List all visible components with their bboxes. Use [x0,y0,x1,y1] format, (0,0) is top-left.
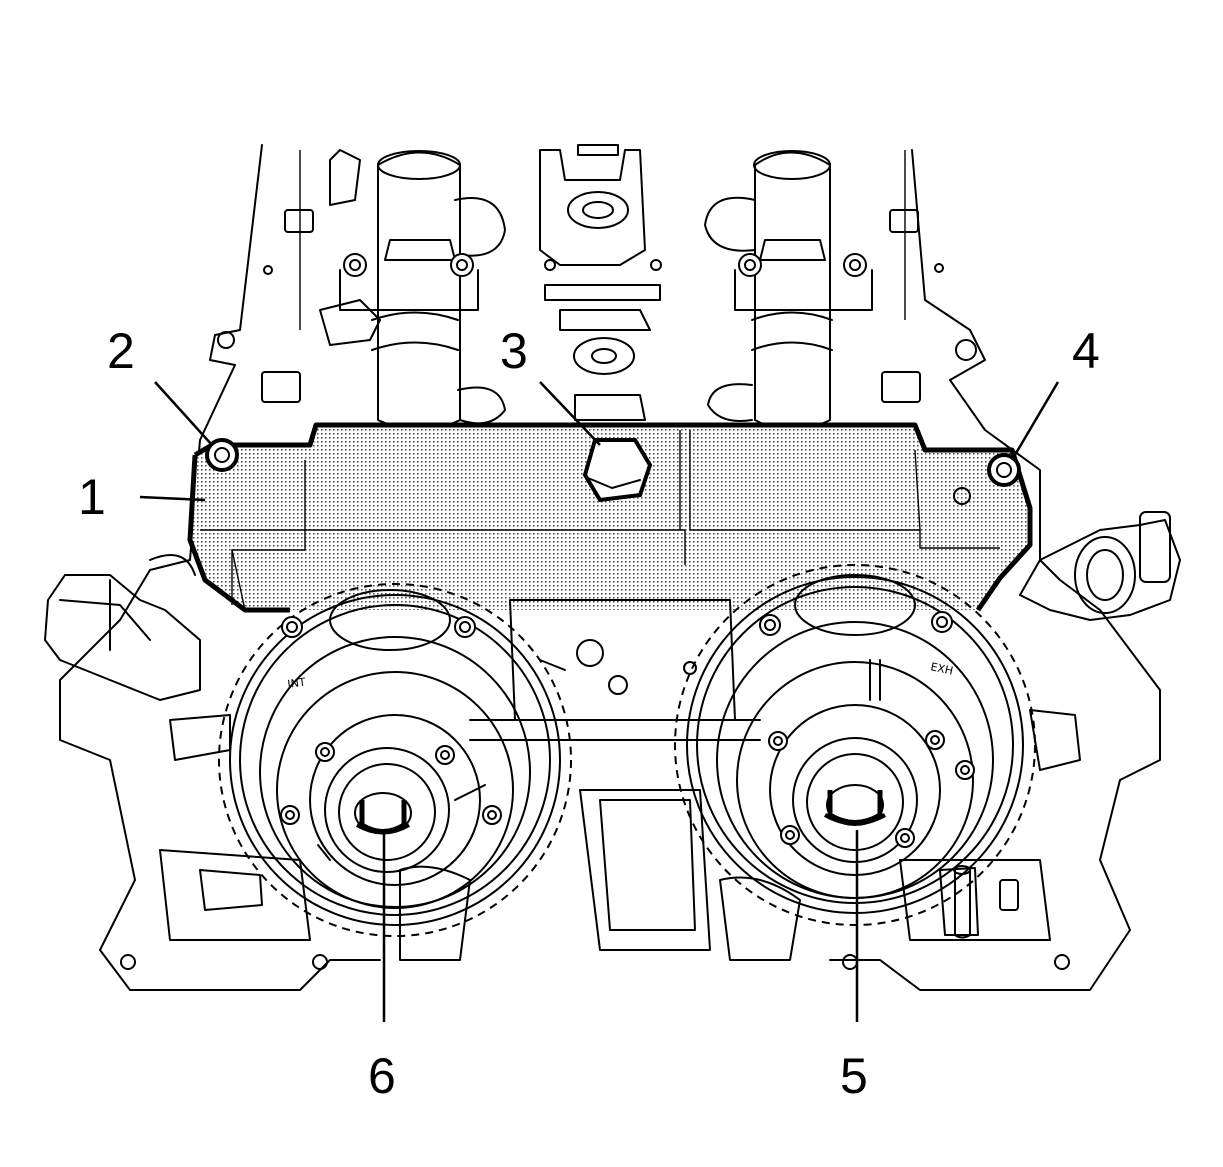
tool-bolt-left-icon [205,438,239,472]
phaser-bolt-icon [280,742,502,825]
phaser-top-bolt-icon [759,611,953,636]
callout-labels: 1 2 3 4 5 6 [78,323,1100,1104]
left-sensor [44,554,201,701]
cylinder-head [59,144,1161,991]
cam-cap-bolt-icon [343,253,474,277]
hex-bolt-icon [582,438,653,503]
leader-1 [139,495,206,502]
tool-bolt-right-icon [987,453,1021,487]
leader-3 [539,381,601,446]
callout-4: 4 [1072,323,1100,379]
phaser-top-bolt-icon [281,616,476,638]
camshaft-holding-tool [187,422,1033,613]
sprocket-mark-int: INT [287,676,307,691]
intake-camshaft-sprocket: INT [218,583,572,937]
exhaust-camshaft [704,150,873,431]
cam-cap-bolt-icon [738,253,867,277]
intake-camshaft [339,150,506,431]
leader-lines [139,381,1060,1022]
leader-2 [154,381,213,446]
leader-4 [1010,381,1060,461]
callout-5: 5 [840,1048,868,1104]
callout-6: 6 [368,1048,396,1104]
right-sensor [1019,511,1181,621]
center-block [509,599,736,721]
center-section [539,144,662,421]
sprocket-mark-exh: EXH [929,660,954,677]
phaser-bolt-icon [768,730,975,848]
callout-2: 2 [107,323,135,379]
callout-3: 3 [500,323,528,379]
exhaust-camshaft-sprocket: EXH [674,564,1036,939]
callout-1: 1 [78,469,106,525]
